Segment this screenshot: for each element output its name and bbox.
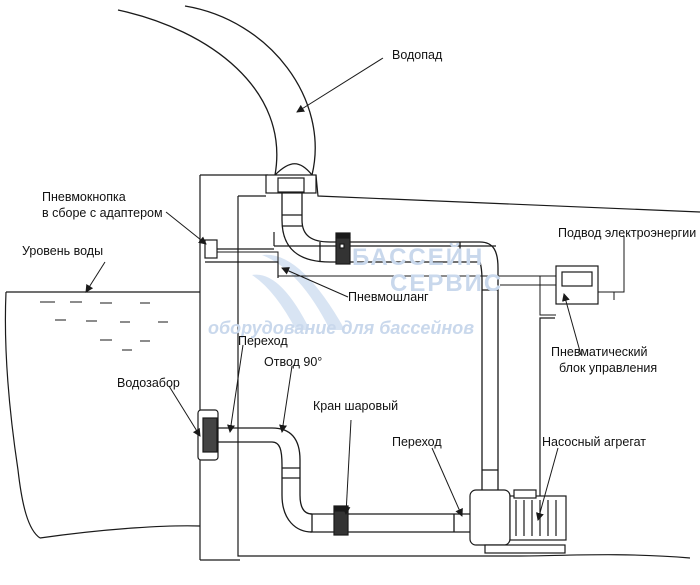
watermark-line3: оборудование для бассейнов: [208, 318, 475, 338]
watermark-line2: СЕРВИС: [390, 270, 504, 297]
label-control-block-2: блок управления: [559, 361, 658, 375]
pneumatic-control-block: [555, 265, 599, 305]
waterfall-nozzle: [265, 174, 317, 194]
label-pneumo-button-1: Пневмокнопка: [42, 190, 126, 204]
pool-structure: [4, 174, 700, 561]
label-control-block-1: Пневматический: [551, 345, 648, 359]
label-water-level: Уровень воды: [22, 244, 104, 258]
label-elbow-90: Отвод 90°: [264, 355, 323, 369]
label-intake: Водозабор: [117, 376, 180, 390]
label-pneumo-hose: Пневмошланг: [348, 290, 429, 304]
label-pump-unit: Насосный агрегат: [542, 435, 647, 449]
watermark-logo: [252, 254, 345, 330]
ball-valve-lower: [333, 505, 349, 536]
water-ripples: [40, 301, 168, 351]
watermark-line1: БАССЕЙН: [352, 244, 485, 271]
ball-valve-upper: [335, 232, 351, 265]
power-cable: [598, 258, 625, 300]
waterfall-sheet: [117, 5, 316, 176]
label-adapter-upper: Переход: [238, 334, 288, 348]
label-waterfall: Водопад: [392, 48, 443, 62]
water-intake: [197, 409, 219, 461]
pneumatic-hose: [217, 251, 560, 277]
label-adapter-lower: Переход: [392, 435, 442, 449]
leader-lines: [85, 57, 625, 521]
label-power-supply: Подвод электроэнергии: [558, 226, 697, 240]
piping: [218, 180, 499, 533]
label-ball-valve: Кран шаровый: [313, 399, 399, 413]
pump-unit: [469, 489, 567, 554]
label-pneumo-button-2: в сборе с адаптером: [42, 206, 163, 220]
pneumatic-button: [204, 239, 274, 259]
